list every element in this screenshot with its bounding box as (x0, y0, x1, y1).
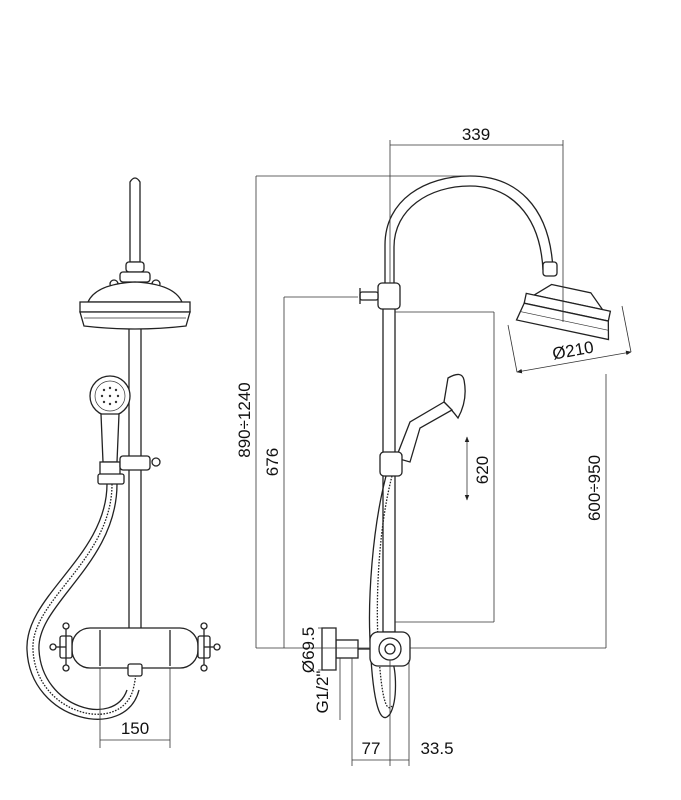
front-view: 150 (26, 177, 221, 748)
dimension-wall-offsets: 77 33.5 (351, 658, 454, 766)
dimension-head-height-label: 600÷950 (585, 455, 604, 521)
side-view: Ø210 339 (235, 125, 632, 766)
dimension-top-reach: 339 (389, 125, 564, 322)
front-shower-head (79, 281, 191, 330)
dimension-top-reach-label: 339 (462, 125, 490, 144)
front-riser-pipe (128, 177, 142, 639)
front-shower-hose (26, 483, 140, 720)
dimension-handshower-travel-label: 620 (473, 456, 492, 484)
dimension-wall-offset-b-label: 33.5 (420, 739, 453, 758)
side-thermostatic-mixer (321, 627, 411, 671)
side-hand-shower (379, 373, 466, 477)
dimension-head-height: 600÷950 (410, 374, 607, 649)
side-shower-head: Ø210 (507, 283, 632, 374)
dimension-total-height-label: 890÷1240 (235, 382, 254, 458)
dimension-front-width: 150 (99, 668, 171, 748)
dimension-flange-diameter-label: Ø69.5 (299, 627, 318, 673)
dimension-bar-height-label: 676 (263, 448, 282, 476)
dimension-bar-height: 676 (263, 296, 358, 648)
front-slide-bracket (97, 455, 161, 485)
dimension-flange-diameter: Ø69.5 (299, 627, 336, 673)
side-gooseneck-arm (384, 175, 558, 283)
dimension-wall-offset-a-label: 77 (362, 739, 381, 758)
dimension-front-width-label: 150 (121, 719, 149, 738)
dimension-connection-thread-label: G1/2" (313, 671, 332, 714)
dimension-connection-thread: G1/2" (313, 658, 341, 720)
front-thermostatic-mixer (49, 622, 221, 677)
dimension-total-height: 890÷1240 (235, 175, 470, 649)
dimension-handshower-travel: 620 (395, 311, 495, 623)
